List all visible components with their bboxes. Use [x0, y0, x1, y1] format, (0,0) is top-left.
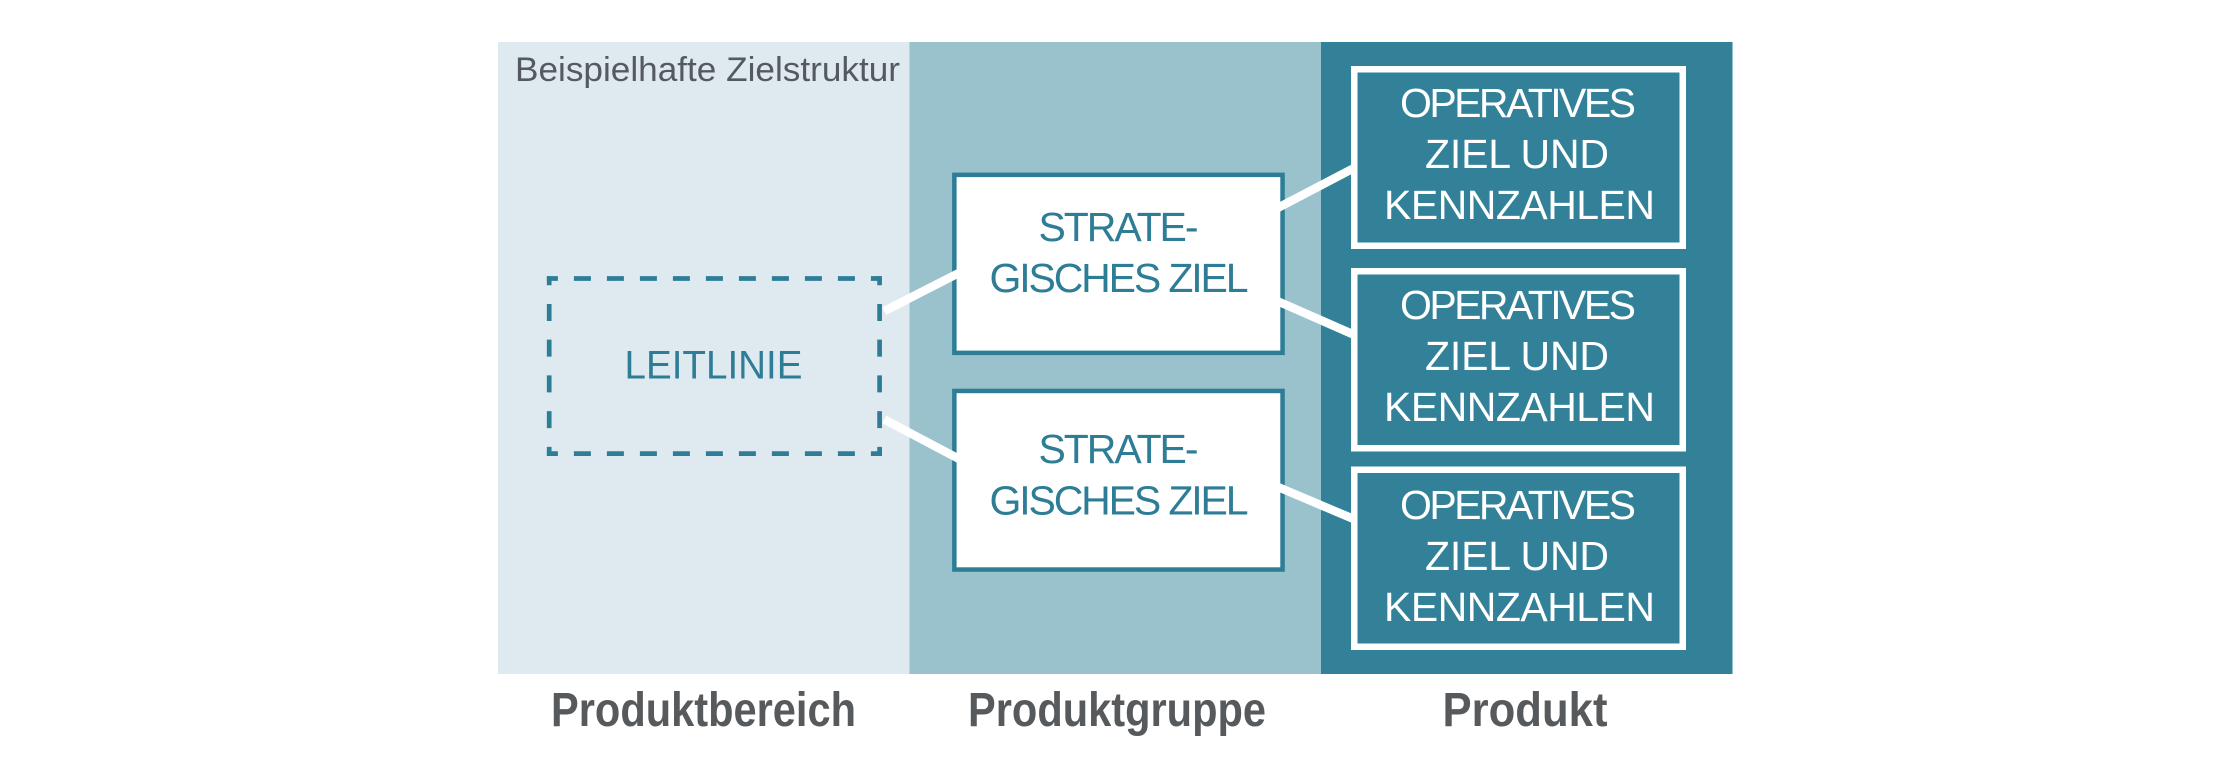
svg-text:KENNZAHLEN: KENNZAHLEN	[1384, 584, 1655, 630]
svg-text:Produktgruppe: Produktgruppe	[968, 684, 1266, 737]
svg-text:OPERATIVES: OPERATIVES	[1400, 482, 1636, 528]
svg-text:GISCHES ZIEL: GISCHES ZIEL	[990, 477, 1249, 523]
svg-text:OPERATIVES: OPERATIVES	[1400, 282, 1636, 328]
svg-text:Produkt: Produkt	[1443, 684, 1608, 737]
svg-text:STRATE-: STRATE-	[1039, 204, 1199, 250]
svg-text:STRATE-: STRATE-	[1039, 426, 1199, 472]
svg-text:KENNZAHLEN: KENNZAHLEN	[1384, 384, 1655, 430]
svg-text:GISCHES ZIEL: GISCHES ZIEL	[990, 255, 1249, 301]
svg-text:ZIEL UND: ZIEL UND	[1425, 333, 1609, 379]
svg-text:KENNZAHLEN: KENNZAHLEN	[1384, 182, 1655, 228]
svg-text:Produktbereich: Produktbereich	[551, 684, 856, 737]
svg-text:ZIEL UND: ZIEL UND	[1425, 131, 1609, 177]
svg-text:ZIEL UND: ZIEL UND	[1425, 533, 1609, 579]
svg-text:Beispielhafte Zielstruktur: Beispielhafte Zielstruktur	[515, 51, 900, 89]
svg-text:OPERATIVES: OPERATIVES	[1400, 80, 1636, 126]
svg-text:LEITLINIE: LEITLINIE	[625, 344, 803, 388]
